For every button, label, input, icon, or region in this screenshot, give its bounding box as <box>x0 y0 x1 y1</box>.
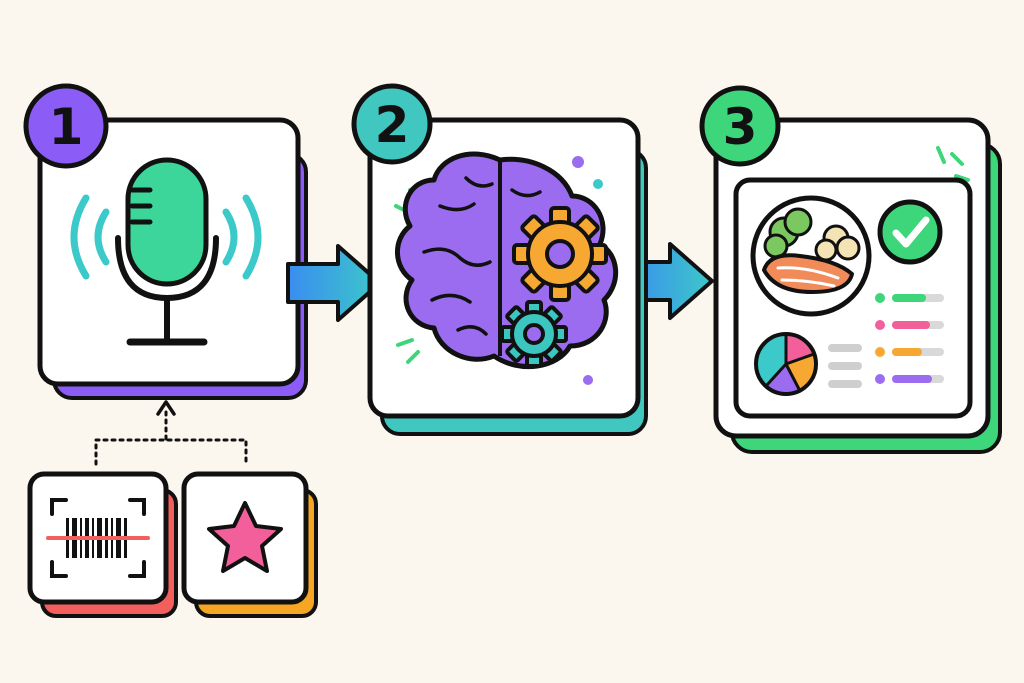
favorite-input-card <box>181 471 318 618</box>
rice <box>835 235 861 261</box>
salmon-fillet <box>762 253 854 294</box>
broccoli <box>783 207 813 237</box>
pie-chart-icon <box>754 332 818 396</box>
sound-wave-right-outer <box>242 194 262 280</box>
arrow-up-icon <box>156 400 176 416</box>
rice <box>814 238 838 262</box>
brain-fold <box>456 325 488 336</box>
checkmark-icon <box>877 199 943 265</box>
step-3-number: 3 <box>723 98 758 156</box>
star-icon <box>207 501 283 573</box>
arrow-right-icon <box>286 244 382 322</box>
barcode-input-card <box>27 471 178 618</box>
brain-fold <box>422 247 492 267</box>
sound-wave-left-inner <box>94 208 110 266</box>
sparkle-dot <box>593 179 603 189</box>
salmon-stripe <box>780 278 836 288</box>
step-1-card <box>37 117 308 400</box>
brain-fold <box>430 293 472 304</box>
sparkle-line <box>396 338 414 347</box>
step-1-badge: 1 <box>23 83 109 169</box>
sparkle-line <box>406 350 420 364</box>
sparkle-line <box>950 152 964 166</box>
step-2-card <box>367 117 648 436</box>
sparkle-dot <box>583 375 593 385</box>
sparkle-line <box>936 146 946 164</box>
input-connector <box>94 400 248 466</box>
barcode-scan-icon <box>46 498 150 578</box>
brain-gear-icon <box>394 151 619 385</box>
step-2-number: 2 <box>375 96 410 154</box>
salmon-stripe <box>776 266 840 280</box>
sound-wave-left-outer <box>70 194 90 280</box>
microphone-icon <box>70 157 262 346</box>
salmon-plate-icon <box>750 195 872 317</box>
brain-fold <box>464 176 494 188</box>
step-1-badge-circle <box>23 83 109 169</box>
teal-gear-icon <box>500 300 568 368</box>
sound-wave-right-inner <box>222 208 238 266</box>
step-3-card <box>713 117 1002 454</box>
arrow-1-to-2 <box>286 244 382 322</box>
sparkle-dot <box>572 156 584 168</box>
step-2-badge-circle <box>351 83 433 165</box>
nutrient-bars <box>875 293 944 384</box>
brain-fold <box>510 188 542 198</box>
step-1-number: 1 <box>49 98 84 156</box>
legend-lines <box>828 344 862 388</box>
meal-report-icon <box>733 177 973 419</box>
orange-gear-icon <box>512 206 608 302</box>
step-3-badge-circle <box>699 85 781 167</box>
step-3-badge: 3 <box>699 85 781 167</box>
brain-fold <box>438 202 476 212</box>
dotted-branch <box>94 438 248 466</box>
step-2-badge: 2 <box>351 83 433 165</box>
sparkle-line <box>954 174 970 182</box>
